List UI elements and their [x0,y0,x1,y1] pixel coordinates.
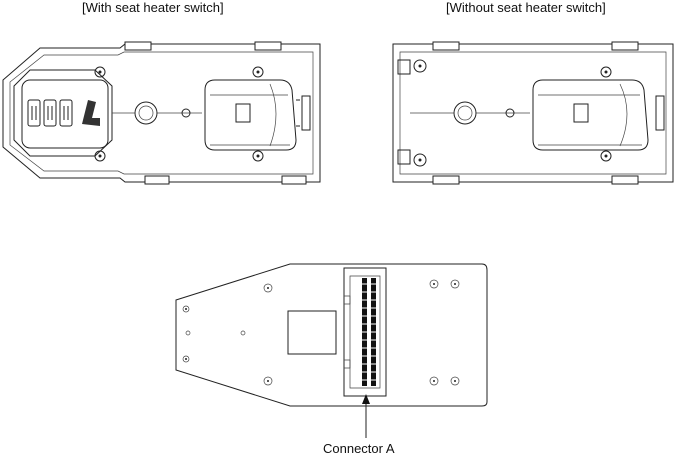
seat-heater-switch [13,69,113,157]
switch-assembly-with-heater [2,41,321,185]
pcb-rear-view [175,263,488,438]
without-seat-heater-switch-label: [Without seat heater switch] [446,0,606,15]
connector-a [343,267,387,397]
connector-arrow-icon [362,394,370,404]
window-switch-knob [204,79,300,151]
with-seat-heater-switch-label: [With seat heater switch] [82,0,224,15]
window-switch-knob-right [532,79,649,151]
switch-assembly-without-heater [392,41,674,185]
connector-a-label: Connector A [323,441,395,456]
